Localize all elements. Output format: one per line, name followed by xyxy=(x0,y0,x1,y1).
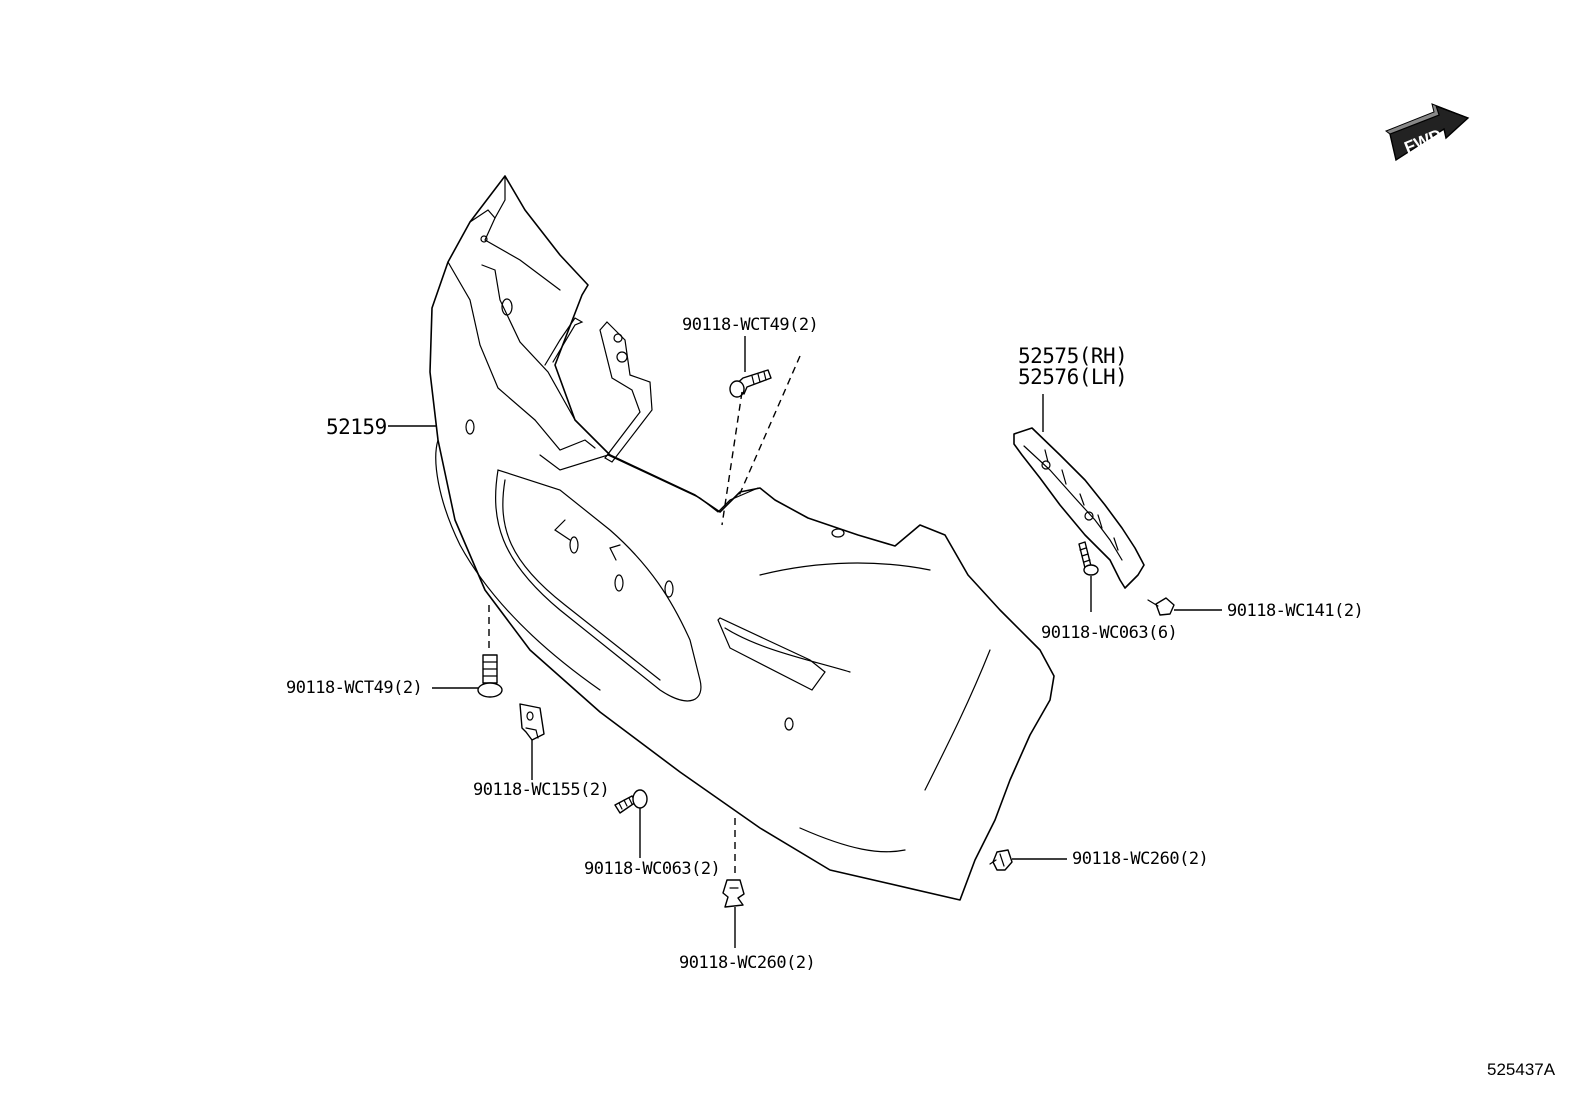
screw-lower-icon xyxy=(614,789,648,814)
label-bolt-left: 90118-WCT49(2) xyxy=(286,678,422,698)
bumper-cover xyxy=(429,175,1055,901)
bolt-left-icon xyxy=(477,654,503,698)
clip-retainer-icon xyxy=(1147,597,1175,616)
label-retainer-lh: 52576(LH) xyxy=(1018,365,1127,389)
label-clip-bottom: 90118-WC260(2) xyxy=(679,953,815,973)
label-retainer-rh: 52575(RH) xyxy=(1018,344,1127,368)
label-bolt-top: 90118-WCT49(2) xyxy=(682,315,818,335)
clip-bottom-icon xyxy=(722,879,745,908)
clip-right-icon xyxy=(989,849,1013,871)
clip-nut-icon xyxy=(519,703,545,741)
label-clip-right: 90118-WC260(2) xyxy=(1072,849,1208,869)
side-retainer xyxy=(1013,427,1145,589)
bolt-top-icon xyxy=(729,369,772,398)
diagram-code: 525437A xyxy=(1487,1060,1556,1079)
dash-bolt-top xyxy=(721,355,801,526)
label-clip-nut: 90118-WC155(2) xyxy=(473,780,609,800)
label-bumper-cover: 52159 xyxy=(326,415,387,439)
label-clip-retainer: 90118-WC141(2) xyxy=(1227,601,1363,621)
screw-retainer-icon xyxy=(1078,541,1099,576)
label-screw-lower: 90118-WC063(2) xyxy=(584,859,720,879)
label-screw-retainer: 90118-WC063(6) xyxy=(1041,623,1177,643)
fwd-arrow-icon: FWD xyxy=(1384,103,1470,162)
